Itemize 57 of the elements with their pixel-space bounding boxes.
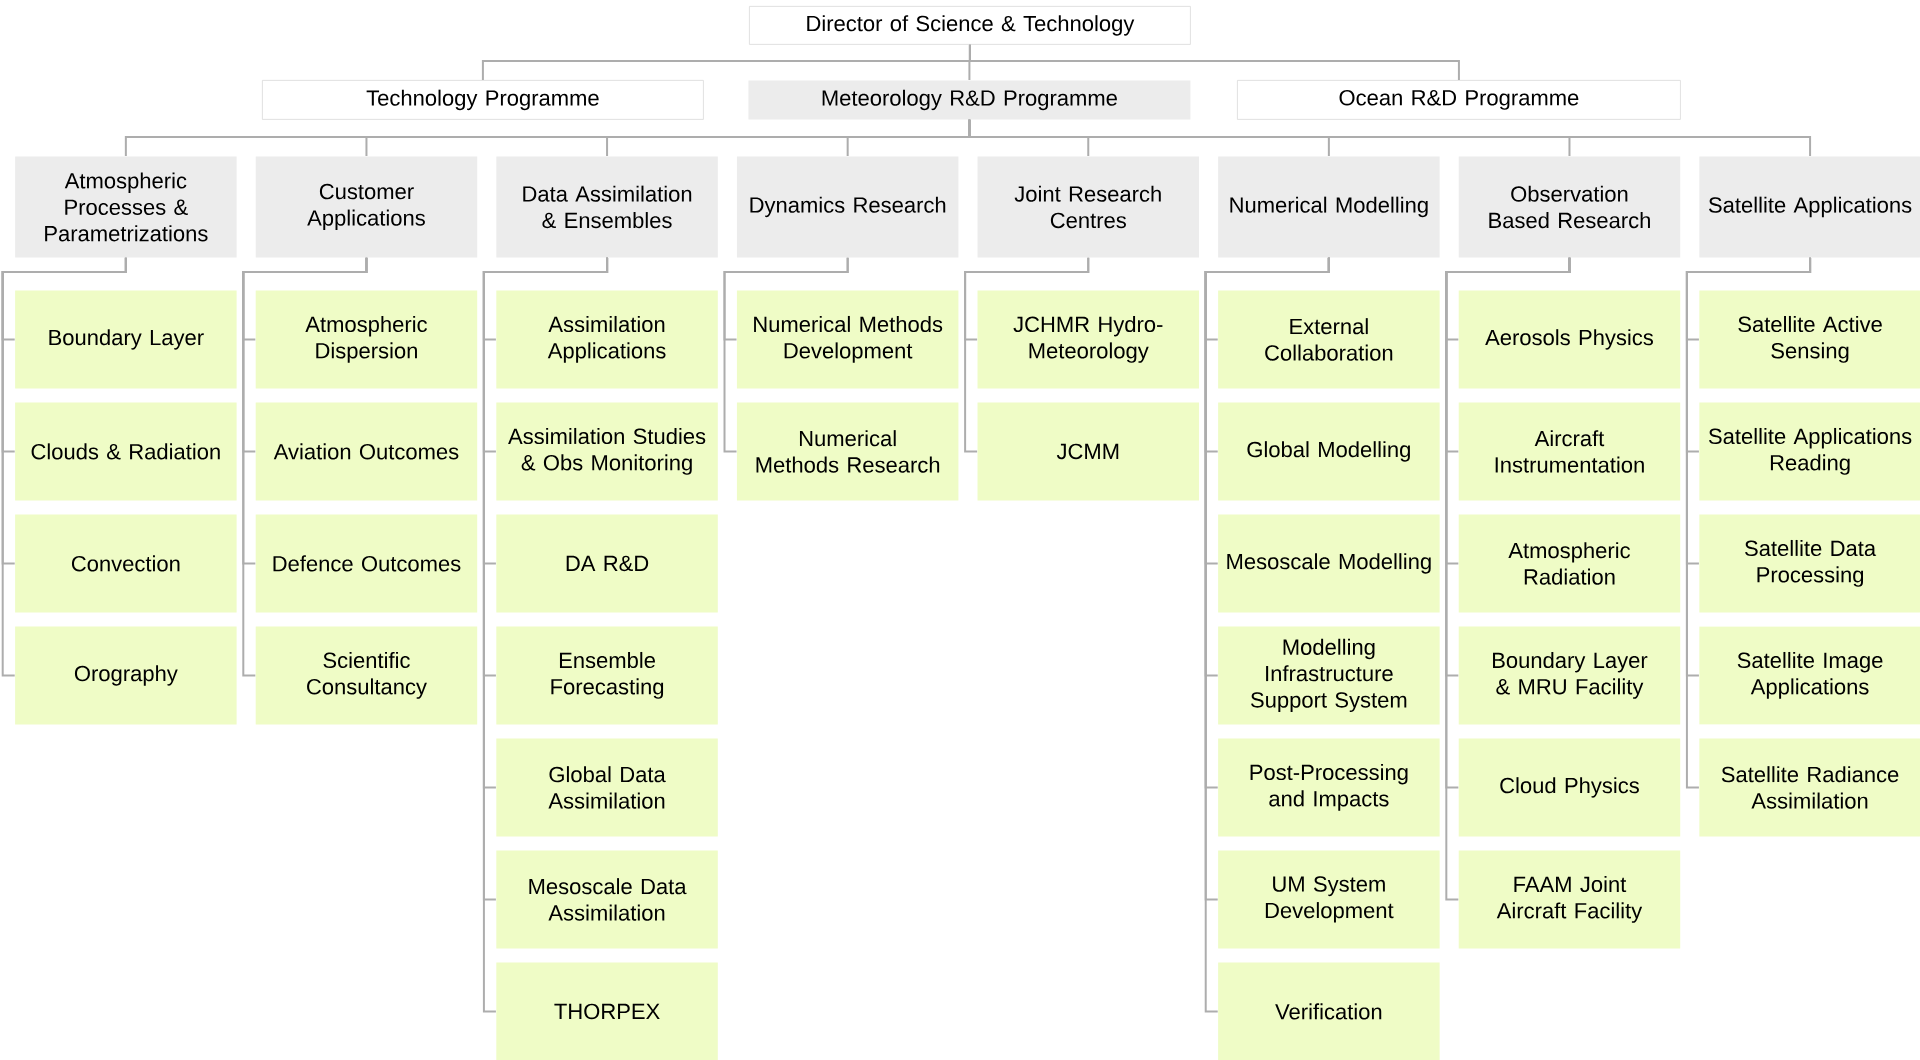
unit-box: Aircraft Instrumentation [1458, 402, 1681, 501]
connector-line [1, 256, 127, 677]
unit-box: Numerical Methods Research [736, 402, 959, 501]
unit-box: Numerical Methods Development [736, 290, 959, 389]
unit-box: Mesoscale Modelling [1218, 514, 1440, 613]
unit-box: Assimilation Applications [496, 290, 718, 389]
unit-box: DA R&D [496, 514, 718, 613]
connector-line [964, 256, 1090, 453]
programme-box: Ocean R&D Programme [1237, 80, 1681, 120]
connector-line [968, 43, 1460, 81]
connector-line [1445, 256, 1571, 901]
connector-line [1685, 256, 1812, 789]
unit-box: THORPEX [496, 962, 718, 1060]
unit-box: Satellite Radiance Assimilation [1699, 738, 1920, 837]
division-box: Observation Based Research [1458, 156, 1681, 258]
unit-box: Assimilation Studies & Obs Monitoring [496, 402, 718, 501]
unit-box: JCMM [977, 402, 1199, 501]
division-box: Data Assimilation & Ensembles [496, 156, 718, 258]
unit-box: Ensemble Forecasting [496, 626, 718, 725]
connector-line [723, 256, 849, 453]
division-box: Customer Applications [255, 156, 478, 258]
unit-box: Global Data Assimilation [496, 738, 718, 837]
division-box: Dynamics Research [736, 156, 959, 258]
division-box: Atmospheric Processes & Parametrizations [15, 156, 237, 258]
division-box: Satellite Applications [1699, 156, 1920, 258]
unit-box: Cloud Physics [1458, 738, 1681, 837]
unit-box: Boundary Layer [15, 290, 237, 389]
unit-box: External Collaboration [1218, 290, 1440, 389]
programme-box: Technology Programme [262, 80, 704, 120]
unit-box: Post-Processing and Impacts [1218, 738, 1440, 837]
unit-box: Aviation Outcomes [255, 402, 478, 501]
unit-box: Defence Outcomes [255, 514, 478, 613]
unit-box: Boundary Layer & MRU Facility [1458, 626, 1681, 725]
unit-box: Mesoscale Data Assimilation [496, 850, 718, 949]
unit-box: Satellite Image Applications [1699, 626, 1920, 725]
unit-box: Clouds & Radiation [15, 402, 237, 501]
unit-box: FAAM Joint Aircraft Facility [1458, 850, 1681, 949]
unit-box: Satellite Applications Reading [1699, 402, 1920, 501]
unit-box: Satellite Data Processing [1699, 514, 1920, 613]
unit-box: Atmospheric Radiation [1458, 514, 1681, 613]
director-box: Director of Science & Technology [749, 6, 1191, 45]
unit-box: Aerosols Physics [1458, 290, 1681, 389]
unit-box: Orography [15, 626, 237, 725]
unit-box: Verification [1218, 962, 1440, 1060]
unit-box: Modelling Infrastructure Support System [1218, 626, 1440, 725]
unit-box: Convection [15, 514, 237, 613]
division-box: Joint Research Centres [977, 156, 1199, 258]
unit-box: Scientific Consultancy [255, 626, 478, 725]
unit-box: Atmospheric Dispersion [255, 290, 478, 389]
unit-box: UM System Development [1218, 850, 1440, 949]
connector-line [968, 118, 1812, 157]
connector-line [242, 256, 368, 677]
unit-box: JCHMR Hydro-Meteorology [977, 290, 1199, 389]
division-box: Numerical Modelling [1218, 156, 1440, 258]
programme-box: Meteorology R&D Programme [748, 80, 1191, 120]
unit-box: Satellite Active Sensing [1699, 290, 1920, 389]
unit-box: Global Modelling [1218, 402, 1440, 501]
